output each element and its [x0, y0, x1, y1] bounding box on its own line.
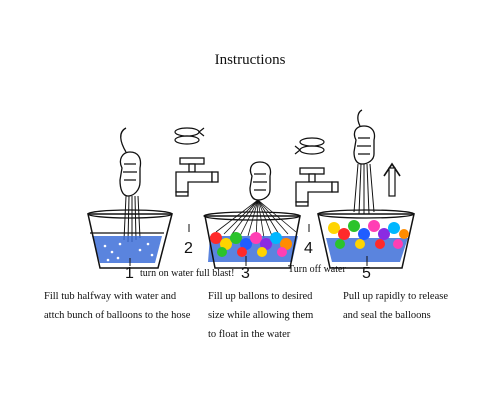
panel-1 — [87, 127, 173, 269]
step-number-1: 1 — [125, 265, 134, 282]
balloon-cluster — [210, 232, 292, 257]
balloon-cluster — [328, 220, 409, 249]
step-5-caption: Pull up rapidly to release and seal the … — [343, 287, 493, 325]
panel-5 — [317, 109, 415, 269]
hand-icon — [249, 161, 272, 201]
caption-line: Fill tub halfway with water and — [44, 291, 177, 302]
hose-bundle — [353, 163, 375, 215]
up-arrow-icon — [383, 162, 401, 197]
tub-icon — [87, 209, 173, 269]
caption-line: and seal the balloons — [343, 310, 431, 321]
step-3-caption: Fill up ballons to desired size while al… — [208, 287, 338, 344]
step-number-4: 4 — [304, 240, 313, 257]
tub-icon — [317, 209, 415, 269]
panel-2 — [174, 127, 219, 197]
panel-3 — [203, 161, 301, 269]
hand-icon — [119, 127, 142, 197]
step-1-caption: Fill tub halfway with water and attch bu… — [44, 287, 204, 325]
step-2-label: turn on water full blast! — [140, 268, 235, 279]
spiral-arrow-icon — [294, 137, 325, 155]
hose-bundle — [215, 199, 297, 239]
step-number-2: 2 — [184, 240, 193, 257]
caption-line: size while allowing them — [208, 310, 314, 321]
caption-line: Fill up ballons to desired — [208, 291, 313, 302]
caption-line: attch bunch of balloons to the hose — [44, 310, 191, 321]
faucet-icon — [295, 167, 339, 207]
faucet-icon — [175, 157, 219, 197]
panel-4 — [294, 137, 339, 207]
spiral-arrow-icon — [174, 127, 205, 145]
step-number-3: 3 — [241, 265, 250, 282]
caption-line: Pull up rapidly to release — [343, 291, 448, 302]
step-number-5: 5 — [362, 265, 371, 282]
caption-line: to float in the water — [208, 329, 291, 340]
hose-bundle — [123, 195, 141, 243]
page-title: Instructions — [214, 52, 286, 68]
hand-icon — [353, 109, 376, 165]
step-4-label: Turn off water — [288, 264, 346, 275]
